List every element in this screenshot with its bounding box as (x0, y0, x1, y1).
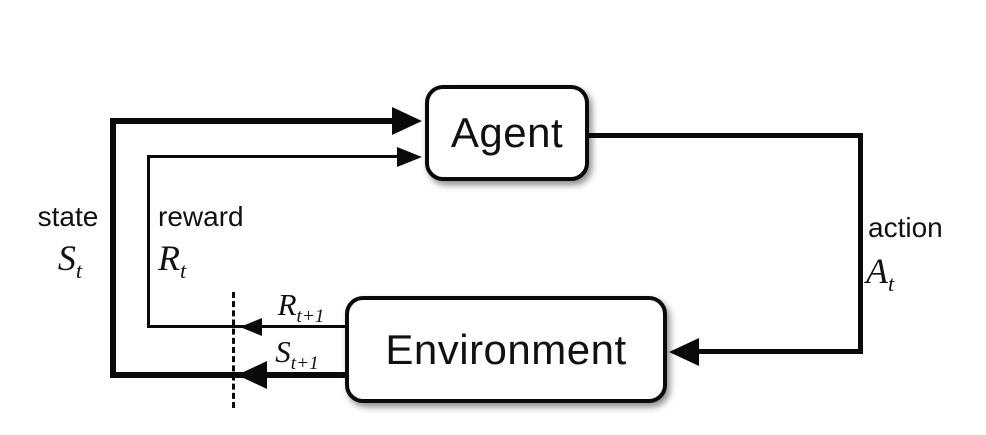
action-word-label: action (868, 212, 943, 244)
reward-symbol: Rt (158, 238, 186, 282)
reward-symbol-base: R (158, 238, 180, 278)
state-symbol-base: S (57, 238, 76, 278)
action-symbol-subscript: t (888, 271, 895, 297)
agent-node-label: Agent (450, 109, 564, 156)
state-word-label: state (28, 201, 108, 233)
action-line-top (589, 133, 863, 138)
next-reward-symbol: Rt+1 (258, 287, 344, 326)
next-reward-symbol-base: R (277, 287, 297, 322)
time-step-dashed-line (232, 292, 235, 408)
environment-node: Environment (345, 296, 667, 403)
action-line-bottom (698, 349, 863, 354)
action-symbol-base: A (866, 251, 888, 291)
action-symbol: At (866, 251, 894, 295)
reward-word-label: reward (158, 201, 244, 233)
reward-line-vertical (147, 155, 150, 327)
agent-node: Agent (425, 85, 589, 181)
action-arrowhead-into-environment (669, 338, 699, 366)
state-line-top (110, 118, 394, 124)
state-line-vertical (110, 118, 116, 378)
reward-symbol-subscript: t (180, 258, 187, 284)
reward-arrowhead-into-agent (397, 147, 422, 167)
reward-word-text: reward (158, 201, 244, 232)
state-word-text: state (37, 201, 99, 232)
next-reward-symbol-subscript: t+1 (296, 306, 325, 328)
next-state-arrowhead (237, 361, 267, 389)
next-reward-arrowhead (240, 318, 262, 336)
next-state-symbol-subscript: t+1 (290, 353, 319, 375)
state-symbol-subscript: t (75, 258, 83, 284)
state-symbol: St (40, 238, 100, 282)
next-state-symbol: St+1 (254, 334, 340, 373)
state-line-bottom (110, 372, 350, 378)
reward-line-top (147, 155, 398, 158)
next-state-symbol-base: S (275, 334, 291, 369)
action-word-text: action (868, 212, 943, 243)
action-line-vertical (858, 133, 863, 354)
state-arrowhead-into-agent (392, 107, 422, 135)
environment-node-label: Environment (385, 325, 627, 373)
